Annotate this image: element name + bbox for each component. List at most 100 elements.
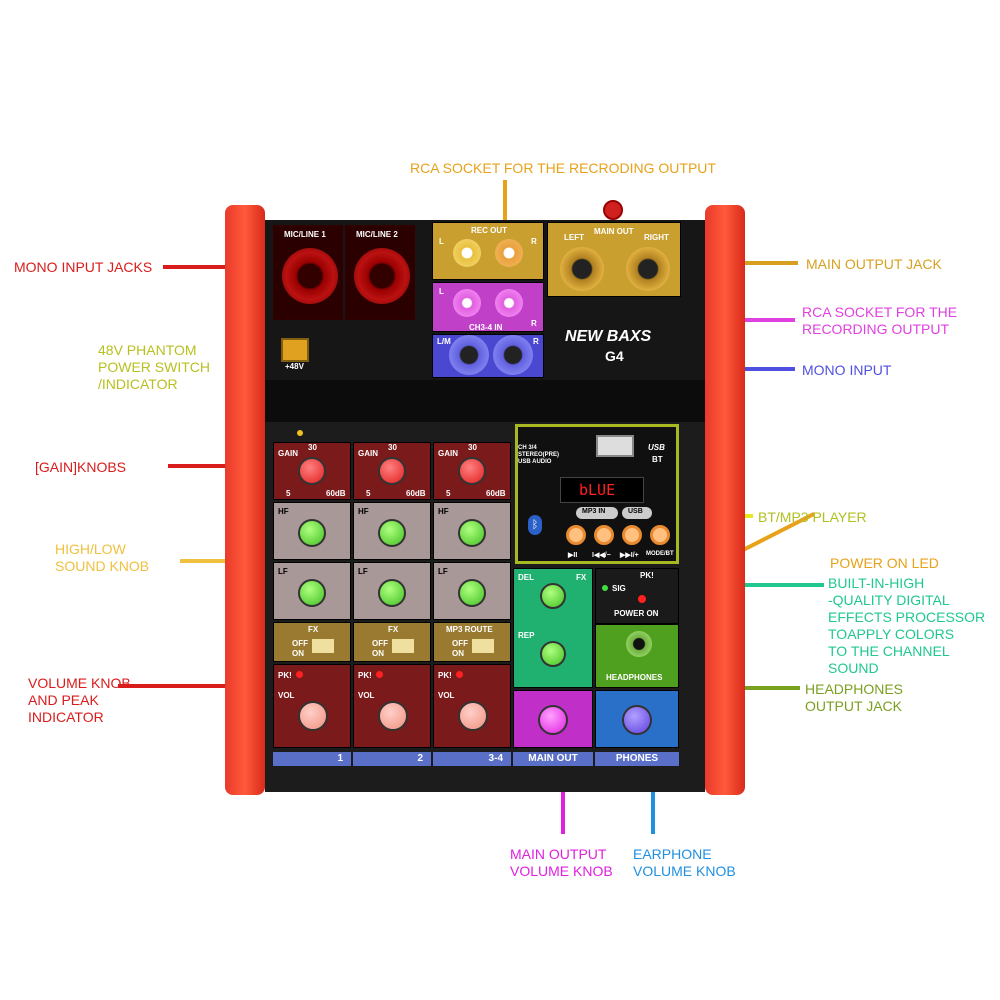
callout-phantom: 48V PHANTOM POWER SWITCH /INDICATOR — [98, 342, 210, 392]
phantom-label: +48V — [285, 362, 304, 371]
gain-tile-2: GAIN 30 5 60dB — [353, 442, 431, 500]
rep-knob[interactable] — [540, 641, 566, 667]
callout-rca-rec-top: RCA SOCKET FOR THE RECRODING OUTPUT — [410, 160, 716, 176]
prev-button[interactable] — [594, 525, 614, 545]
play-pause-button[interactable] — [566, 525, 586, 545]
headphones-jack[interactable] — [626, 631, 652, 657]
lf-label-1: LF — [278, 567, 288, 576]
rec-out-l-jack[interactable] — [453, 239, 481, 267]
peak-led-2 — [376, 671, 383, 678]
callout-headphones: HEADPHONES OUTPUT JACK — [805, 681, 904, 714]
pk-label-1: PK! — [278, 671, 292, 680]
mp3in-indicator: MP3 IN — [576, 507, 618, 519]
rec-l-label: L — [439, 237, 444, 246]
hf-label-1: HF — [278, 507, 289, 516]
ch34-l-jack[interactable] — [453, 289, 481, 317]
hf-knob-3[interactable] — [458, 519, 486, 547]
gain-knob-2[interactable] — [378, 457, 406, 485]
rec-out-tile: REC OUT L R — [432, 222, 544, 280]
mic1-jack[interactable] — [282, 248, 338, 304]
sig-led — [602, 585, 608, 591]
lf-knob-1[interactable] — [298, 579, 326, 607]
mp3-route-label: MP3 ROUTE — [446, 625, 493, 634]
mp3-route-switch[interactable] — [472, 639, 494, 653]
power-on-led — [638, 595, 646, 603]
lf-knob-2[interactable] — [378, 579, 406, 607]
vol-knob-3[interactable] — [458, 701, 488, 731]
mic2-jack[interactable] — [354, 248, 410, 304]
phones-vol-knob[interactable] — [622, 705, 652, 735]
main-vol-tile — [513, 690, 593, 748]
callout-rca-rec-right: RCA SOCKET FOR THE RECORDING OUTPUT — [802, 304, 958, 337]
mixer-device: MIC/LINE 1 MIC/LINE 2 +48V REC OUT L R M… — [225, 200, 745, 805]
bt-label: BT — [652, 455, 663, 464]
gain-top-1: 30 — [308, 443, 317, 452]
volume-line — [118, 684, 310, 688]
fx-label-1: FX — [308, 625, 319, 634]
lf-tile-2: LF — [353, 562, 431, 620]
gain-knob-3[interactable] — [458, 457, 486, 485]
peak-led-3 — [456, 671, 463, 678]
fx-off-2: OFF — [372, 639, 388, 648]
fx-tile-1: FX OFF ON — [273, 622, 351, 662]
vol-label-2: VOL — [358, 691, 375, 700]
gain-knob-1[interactable] — [298, 457, 326, 485]
hf-knob-1[interactable] — [298, 519, 326, 547]
fx-switch-2[interactable] — [392, 639, 414, 653]
main-vol-knob[interactable] — [538, 705, 568, 735]
usb-port[interactable] — [596, 435, 634, 457]
fx-effects-label: FX — [576, 573, 587, 582]
mp3-on: ON — [452, 649, 464, 658]
ch34-r-jack[interactable] — [495, 289, 523, 317]
ch1-label: 1 — [273, 752, 351, 766]
del-fx-knob[interactable] — [540, 583, 566, 609]
middle-strip — [265, 380, 705, 422]
main-out-left-jack[interactable] — [560, 247, 604, 291]
main-out-left-label: LEFT — [564, 233, 584, 242]
hf-knob-2[interactable] — [378, 519, 406, 547]
callout-mono-jacks: MONO INPUT JACKS — [14, 259, 153, 275]
callout-main-vol: MAIN OUTPUT VOLUME KNOB — [510, 846, 613, 879]
ch34-in-tile: L R CH3-4 IN — [432, 282, 544, 332]
mic2-label: MIC/LINE 2 — [356, 230, 398, 239]
mp3in-label: MP3 IN — [582, 508, 606, 515]
gain-min-3: 5 — [446, 489, 451, 498]
right-side-panel — [705, 205, 745, 795]
headphones-tile: HEADPHONES — [595, 624, 679, 688]
callout-main-out: MAIN OUTPUT JACK — [806, 256, 942, 272]
power-button[interactable] — [603, 200, 623, 220]
fx-on-2: ON — [372, 649, 384, 658]
callout-hilow: HIGH/LOW SOUND KNOB — [55, 541, 150, 574]
vol-knob-1[interactable] — [298, 701, 328, 731]
main-out-ch-label: MAIN OUT — [513, 752, 593, 766]
ch34-l-label: L — [439, 287, 444, 296]
brand-logo: NEW BAXS — [565, 328, 652, 345]
rec-out-r-jack[interactable] — [495, 239, 523, 267]
mic1-label: MIC/LINE 1 — [284, 230, 326, 239]
left-side-panel — [225, 205, 265, 795]
vol-knob-2[interactable] — [378, 701, 408, 731]
main-out-label: MAIN OUT — [594, 227, 634, 236]
hf-tile-1: HF — [273, 502, 351, 560]
lf-label-2: LF — [358, 567, 368, 576]
usb-indicator: USB — [622, 507, 652, 519]
mono-input-r-jack[interactable] — [493, 335, 533, 375]
gain-label-1: GAIN — [278, 449, 298, 458]
ch34-label: 3-4 — [433, 752, 511, 766]
main-out-right-label: RIGHT — [644, 233, 669, 242]
next-button[interactable] — [622, 525, 642, 545]
ch2-label: 2 — [353, 752, 431, 766]
gain-top-2: 30 — [388, 443, 397, 452]
hf-label-2: HF — [358, 507, 369, 516]
main-out-right-jack[interactable] — [626, 247, 670, 291]
fx-switch-1[interactable] — [312, 639, 334, 653]
phantom-switch[interactable] — [281, 338, 309, 362]
mp3-off: OFF — [452, 639, 468, 648]
mode-button[interactable] — [650, 525, 670, 545]
mono-r-label: R — [533, 337, 539, 346]
mono-input-l-jack[interactable] — [449, 335, 489, 375]
power-on-label: POWER ON — [614, 609, 659, 618]
top-panel: MIC/LINE 1 MIC/LINE 2 +48V REC OUT L R M… — [265, 200, 705, 380]
lf-knob-3[interactable] — [458, 579, 486, 607]
status-tile: PK! SIG POWER ON — [595, 568, 679, 624]
